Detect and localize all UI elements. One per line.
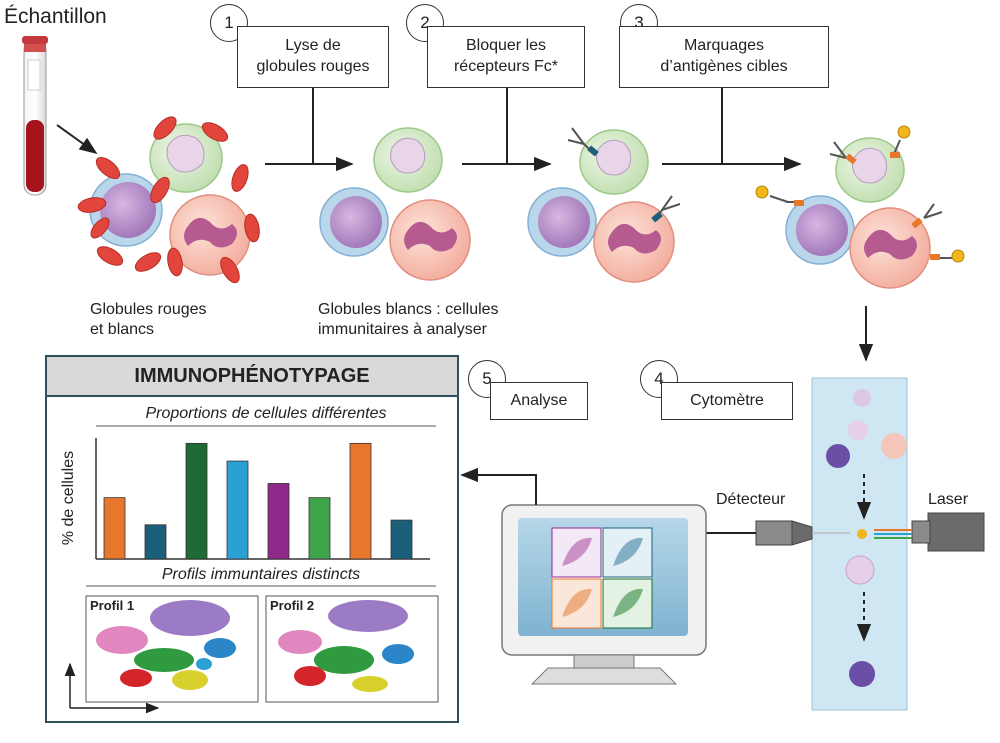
- profile-1-plot: [96, 600, 236, 690]
- caption-rbc-wbc-line2: et blancs: [90, 320, 155, 338]
- detector-label: Détecteur: [716, 491, 786, 508]
- bar-3: [185, 442, 208, 560]
- laser-source: [874, 512, 985, 552]
- caption-rbc-wbc-line1: Globules rouges: [90, 301, 207, 318]
- profiles: [64, 595, 439, 714]
- profiles-title: Profils immuntaires distincts: [161, 566, 361, 583]
- caption-rbc-wbc: Globules rouges et blancs: [90, 300, 207, 339]
- bar-8: [390, 519, 413, 560]
- bar-2: [144, 524, 167, 560]
- fc-blocked-cluster: [527, 127, 681, 283]
- arrow-tube-to-cells: [56, 124, 98, 155]
- bar-1: [103, 497, 126, 560]
- step-3-line2: d’antigènes cibles: [660, 58, 788, 75]
- step-1-line2: globules rouges: [256, 58, 370, 75]
- caption-wbc-line1: Globules blancs : cellules: [318, 301, 499, 318]
- sample-title: Échantillon: [4, 5, 107, 28]
- profile-2-plot: [278, 600, 414, 692]
- step-2-box: Bloquer les récepteurs Fc*: [427, 26, 585, 88]
- monitor: [501, 504, 707, 685]
- blood-tube: [22, 36, 48, 196]
- bar-5: [267, 483, 290, 560]
- bar-chart: [95, 438, 430, 560]
- step-3-box: Marquages d’antigènes cibles: [619, 26, 829, 88]
- arrow-to-analysis: [460, 467, 537, 505]
- caption-wbc: Globules blancs : cellules immunitaires …: [318, 300, 499, 339]
- profile-1-label: Profil 1: [90, 598, 135, 613]
- panel-title: IMMUNOPHÉNOTYPAGE: [134, 365, 370, 387]
- step-1-box: Lyse de globules rouges: [237, 26, 389, 88]
- caption-wbc-line2: immunitaires à analyser: [318, 320, 487, 338]
- chart-y-label: % de cellules: [60, 451, 77, 545]
- bar-7: [349, 442, 372, 560]
- labelled-cluster: [755, 125, 965, 289]
- step-2-line1: Bloquer les: [465, 37, 547, 55]
- step-3-line1: Marquages: [683, 37, 765, 55]
- process-line: [265, 86, 802, 172]
- step-5-box: Analyse: [490, 382, 588, 420]
- step-1-line1: Lyse de: [285, 37, 341, 55]
- step-4-box: Cytomètre: [661, 382, 793, 420]
- profile-2-label: Profil 2: [270, 598, 315, 613]
- step-2-line2: récepteurs Fc*: [453, 58, 559, 75]
- flow-channel: [811, 377, 908, 711]
- bar-6: [308, 497, 331, 560]
- detector: [706, 520, 850, 546]
- bar-4: [226, 460, 249, 560]
- rbc-wbc-cluster: [77, 116, 260, 284]
- chart-title: Proportions de cellules différentes: [145, 405, 387, 422]
- laser-label: Laser: [928, 491, 969, 508]
- wbc-cluster: [319, 127, 471, 281]
